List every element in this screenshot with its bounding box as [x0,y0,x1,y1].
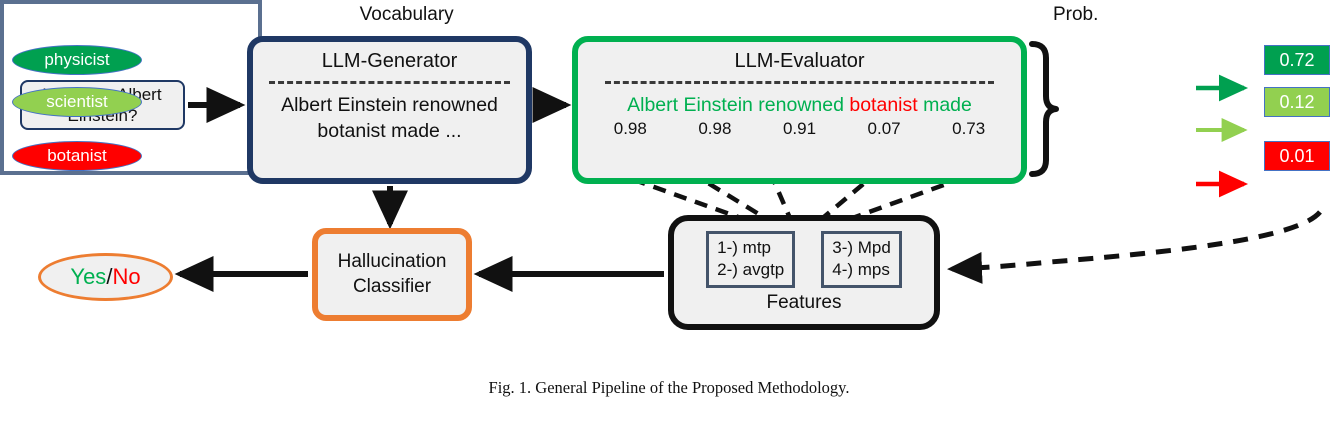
generator-divider [269,81,510,84]
classifier-title-line1: Hallucination [337,250,447,272]
verdict-ellipse: Yes/No [38,253,173,301]
vocabulary-token-pill: physicist [12,45,142,75]
vocabulary-token-pill: botanist [12,141,142,171]
vocabulary-panel-header: Vocabulary Prob. [0,4,1338,26]
vocabulary-token-probability: 0.01 [1264,141,1330,171]
features-node[interactable]: 1-) mtp 2-) avgtp 3-) Mpd 4-) mps Featur… [668,215,940,330]
vocabulary-probability-panel: Vocabulary Prob. physicist 0.72 scientist 0… [0,0,1330,175]
evaluator-token: renowned [752,94,844,116]
features-group-right: 3-) Mpd 4-) mps [821,231,902,289]
llm-generator-node[interactable]: LLM-Generator Albert Einstein renowned b… [247,36,532,184]
vocabulary-row: scientist 0.12 [0,85,1338,119]
evaluator-token-prob: 0.91 [782,119,817,138]
verdict-yes-label: Yes [70,264,107,289]
evaluator-token: Einstein [678,94,753,116]
evaluator-token-probabilities: 0.98 0.98 0.91 0.07 0.73 [578,119,1021,139]
feature-item: 1-) mtp [717,238,771,257]
evaluator-token-sentence: Albert Einstein renowned botanist made [627,94,972,117]
vocabulary-token-probability: 0.12 [1264,87,1330,117]
evaluator-token: made [917,94,972,116]
figure-caption: Fig. 1. General Pipeline of the Proposed… [488,378,850,397]
evaluator-divider [604,81,995,84]
llm-evaluator-title: LLM-Evaluator [734,50,865,72]
feature-item: 3-) Mpd [832,238,891,257]
classifier-title-line2: Classifier [352,275,432,297]
features-groups: 1-) mtp 2-) avgtp 3-) Mpd 4-) mps [706,231,902,289]
evaluator-token-prob: 0.73 [952,119,986,138]
features-group-left: 1-) mtp 2-) avgtp [706,231,796,289]
feature-item: 2-) avgtp [717,260,785,280]
evaluator-token-prob: 0.98 [613,119,647,138]
verdict-separator: / [106,264,113,289]
evaluator-token-prob: 0.98 [698,119,732,138]
vocabulary-column-header: Vocabulary [359,4,454,25]
llm-generator-title: LLM-Generator [321,50,458,72]
evaluator-token-prob: 0.07 [867,119,901,138]
dashed-vocab-to-features [947,210,1322,284]
features-label: Features [766,292,842,314]
feature-item: 4-) mps [832,260,890,280]
verdict-no-label: No [112,264,141,289]
evaluator-token: botanist [843,94,918,116]
probability-column-header: Prob. [1052,4,1099,25]
vocabulary-row: physicist 0.72 [0,43,1338,77]
llm-generator-output: Albert Einstein renowned botanist made .… [281,94,498,143]
vocabulary-token-probability: 0.72 [1264,45,1330,75]
llm-evaluator-node[interactable]: LLM-Evaluator Albert Einstein renowned b… [572,36,1027,184]
vocabulary-row: botanist 0.01 [0,139,1338,173]
hallucination-classifier-node[interactable]: Hallucination Classifier [312,228,472,321]
evaluator-token: Albert [627,94,679,116]
vocabulary-token-pill: scientist [12,87,142,117]
